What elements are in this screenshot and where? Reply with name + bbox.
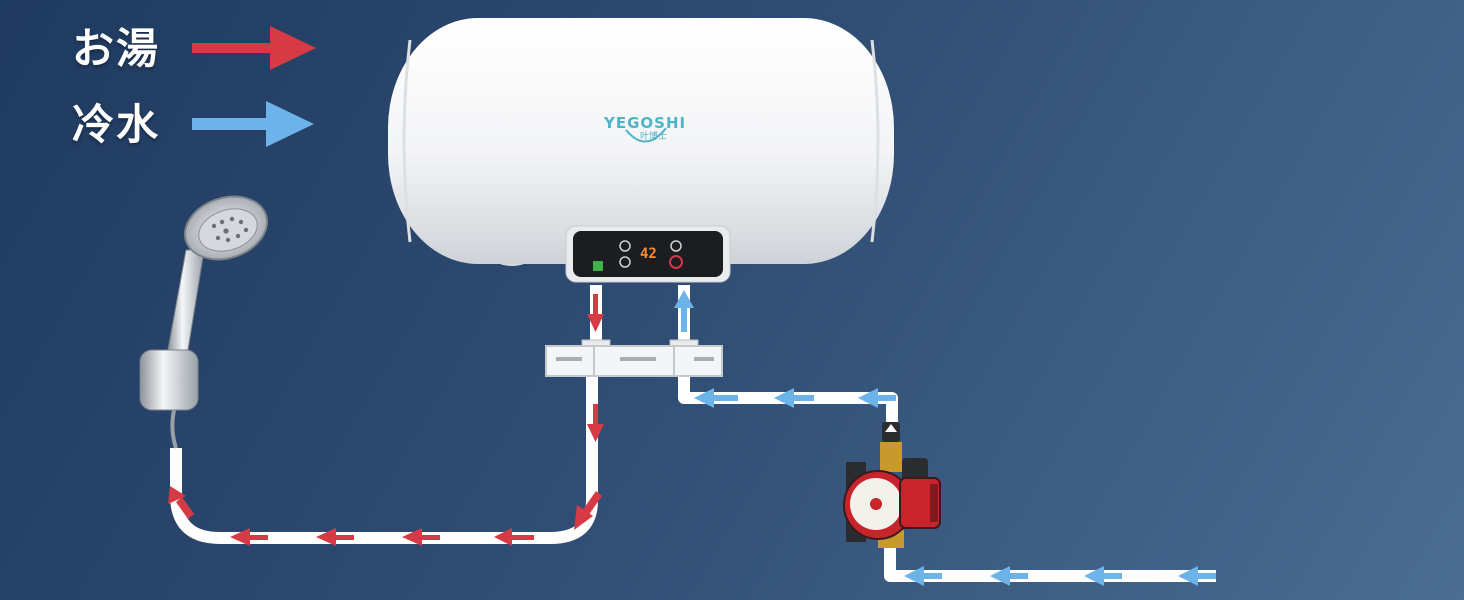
timer-button-icon bbox=[619, 256, 631, 268]
cold-flow-arrow-icon bbox=[990, 566, 1028, 586]
hot-flow-arrow-icon bbox=[494, 528, 534, 546]
hot-flow-arrow-icon bbox=[587, 294, 604, 332]
hot-supply-pipe bbox=[170, 375, 598, 544]
shower-head-icon bbox=[139, 195, 269, 449]
cold-flow-arrow-icon bbox=[774, 388, 814, 408]
hot-flow-arrow-icon bbox=[230, 528, 268, 546]
cold-flow-arrow-icon bbox=[694, 388, 738, 408]
brand-name: YEGOSHI bbox=[604, 114, 687, 132]
hot-flow-arrows bbox=[168, 294, 604, 546]
hot-flow-arrow-icon bbox=[402, 528, 440, 546]
hot-flow-arrow-icon bbox=[316, 528, 354, 546]
cold-flow-arrow-icon bbox=[904, 566, 942, 586]
legend-hot-label: お湯 bbox=[72, 24, 161, 73]
cold-flow-arrow-icon bbox=[674, 290, 694, 332]
cold-flow-arrow-icon bbox=[858, 388, 896, 408]
hot-flow-arrow-icon bbox=[168, 486, 194, 519]
cold-main-pipe bbox=[884, 540, 1216, 582]
mixing-valve-icon bbox=[545, 339, 723, 377]
hot-flow-arrow-icon bbox=[587, 404, 604, 442]
brand-logo bbox=[625, 127, 667, 143]
hot-arrow-icon bbox=[192, 26, 316, 70]
circulation-pump-icon bbox=[843, 422, 941, 548]
cold-flow-arrows bbox=[674, 290, 1216, 586]
power-button-icon bbox=[669, 255, 683, 269]
cold-arrow-icon bbox=[192, 101, 314, 147]
cold-flow-arrow-icon bbox=[1084, 566, 1122, 586]
brand-subname: 叶博士 bbox=[640, 132, 668, 142]
legend-cold-label: 冷水 bbox=[72, 100, 161, 149]
control-panel bbox=[565, 225, 731, 283]
temp-up-button-icon bbox=[670, 240, 682, 252]
hot-flow-arrow-icon bbox=[574, 491, 602, 530]
mode-button-icon bbox=[619, 240, 631, 252]
temperature-display: 42 bbox=[640, 246, 657, 262]
cold-flow-arrow-icon bbox=[1178, 566, 1216, 586]
